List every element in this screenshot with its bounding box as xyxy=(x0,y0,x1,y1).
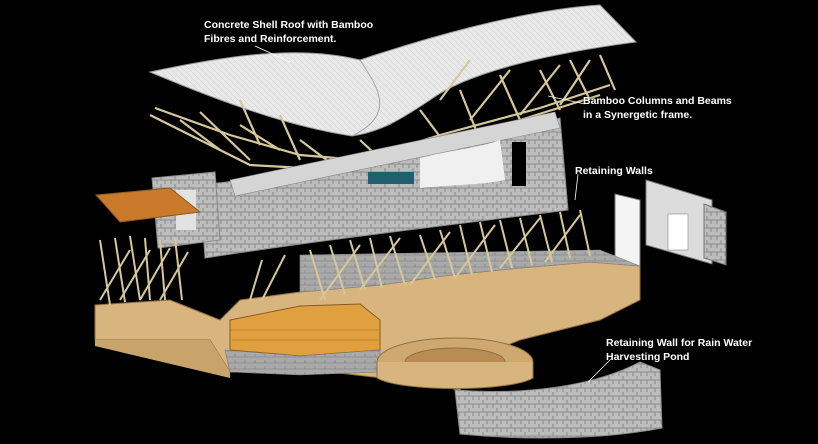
rainwater-pond xyxy=(376,337,534,389)
retaining-wall-upper xyxy=(199,111,569,259)
label-bamboo-columns-beams: Bamboo Columns and Beams in a Synergetic… xyxy=(583,95,732,121)
leader-lines xyxy=(254,45,613,383)
retaining-wall-pond xyxy=(454,361,663,439)
wall-panels-right xyxy=(614,179,727,269)
bamboo-columns-lower xyxy=(99,209,591,306)
concrete-shell-roof xyxy=(148,4,638,137)
label-retaining-walls: Retaining Walls xyxy=(575,165,653,177)
label-retaining-wall-pond: Retaining Wall for Rain Water Harvesting… xyxy=(606,337,753,363)
roof-leader xyxy=(254,45,291,63)
label-concrete-shell-roof: Concrete Shell Roof with Bamboo Fibres a… xyxy=(204,19,374,45)
timber-canopy xyxy=(94,187,202,223)
seating-deck xyxy=(224,303,381,376)
